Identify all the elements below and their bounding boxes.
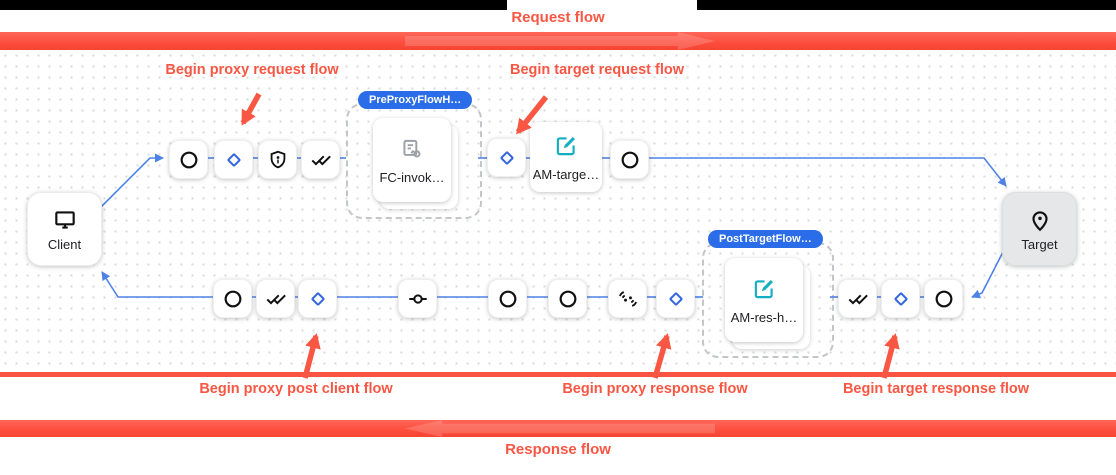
circle-icon	[497, 288, 519, 310]
diamond-icon	[307, 288, 329, 310]
step-target-response-flow[interactable]	[881, 279, 920, 318]
diamond-icon	[890, 288, 912, 310]
annotation-begin-target-response: Begin target response flow	[842, 381, 1030, 397]
client-node[interactable]: Client	[27, 192, 102, 266]
commit-icon	[407, 288, 429, 310]
circle-icon	[619, 149, 641, 171]
step-security-check[interactable]	[258, 140, 297, 179]
request-flow-bar	[0, 32, 1116, 50]
double-check-icon	[847, 288, 869, 310]
annotation-begin-proxy-post-client: Begin proxy post client flow	[199, 381, 393, 397]
annotation-begin-proxy-request: Begin proxy request flow	[165, 62, 339, 78]
step-proxy-request-flow[interactable]	[214, 140, 253, 179]
step-response-circle-2[interactable]	[548, 279, 587, 318]
fc-invoke-policy-label: FC-invok…	[379, 169, 445, 185]
step-proxy-post-client-flow[interactable]	[298, 279, 337, 318]
step-request-end[interactable]	[610, 140, 649, 179]
circle-icon	[178, 149, 200, 171]
am-target-policy-label: AM-targe…	[532, 166, 600, 182]
step-commit-point[interactable]	[398, 279, 437, 318]
request-flow-arrow	[405, 32, 715, 50]
request-flow-label: Request flow	[511, 9, 605, 26]
top-border-bar-left	[0, 0, 507, 10]
step-post-client-check[interactable]	[256, 279, 295, 318]
fc-invoke-policy[interactable]: FC-invok…	[373, 118, 451, 202]
edit-icon	[751, 276, 777, 302]
step-target-request-flow[interactable]	[487, 138, 526, 177]
top-border-bar-right	[697, 0, 1116, 10]
step-proxy-response-flow[interactable]	[656, 279, 695, 318]
pre-proxy-flow-badge[interactable]: PreProxyFlowH…	[358, 91, 473, 109]
step-request-start[interactable]	[169, 140, 208, 179]
response-divider-line	[0, 372, 1116, 377]
target-node[interactable]: Target	[1002, 192, 1077, 266]
response-flow-bar	[0, 420, 1116, 437]
double-check-icon	[310, 149, 332, 171]
response-flow-arrow	[405, 420, 715, 437]
step-condition-check[interactable]	[301, 140, 340, 179]
am-target-policy[interactable]: AM-targe…	[530, 122, 602, 192]
target-node-label: Target	[1021, 236, 1058, 252]
diamond-icon	[665, 288, 687, 310]
client-node-label: Client	[47, 236, 82, 252]
am-res-policy[interactable]: AM-res-h…	[725, 258, 803, 342]
diamond-icon	[496, 147, 518, 169]
step-response-circle-1[interactable]	[488, 279, 527, 318]
step-response-start[interactable]	[924, 279, 963, 318]
double-check-icon	[265, 288, 287, 310]
location-pin-icon	[1027, 207, 1053, 233]
annotation-begin-proxy-response: Begin proxy response flow	[562, 381, 748, 397]
step-target-response-check[interactable]	[838, 279, 877, 318]
diamond-icon	[223, 149, 245, 171]
am-res-policy-label: AM-res-h…	[730, 309, 798, 325]
circle-icon	[933, 288, 955, 310]
monitor-icon	[52, 207, 78, 233]
response-flow-label: Response flow	[505, 441, 611, 458]
step-response-end[interactable]	[213, 279, 252, 318]
signal-icon	[617, 288, 639, 310]
flow-callout-icon	[399, 136, 425, 162]
shield-alert-icon	[267, 149, 289, 171]
annotation-begin-target-request: Begin target request flow	[509, 62, 685, 78]
post-target-flow-badge[interactable]: PostTargetFlow…	[708, 230, 823, 248]
edit-icon	[553, 133, 579, 159]
circle-icon	[557, 288, 579, 310]
circle-icon	[222, 288, 244, 310]
diagram-canvas	[0, 50, 1116, 372]
step-signal-point[interactable]	[608, 279, 647, 318]
